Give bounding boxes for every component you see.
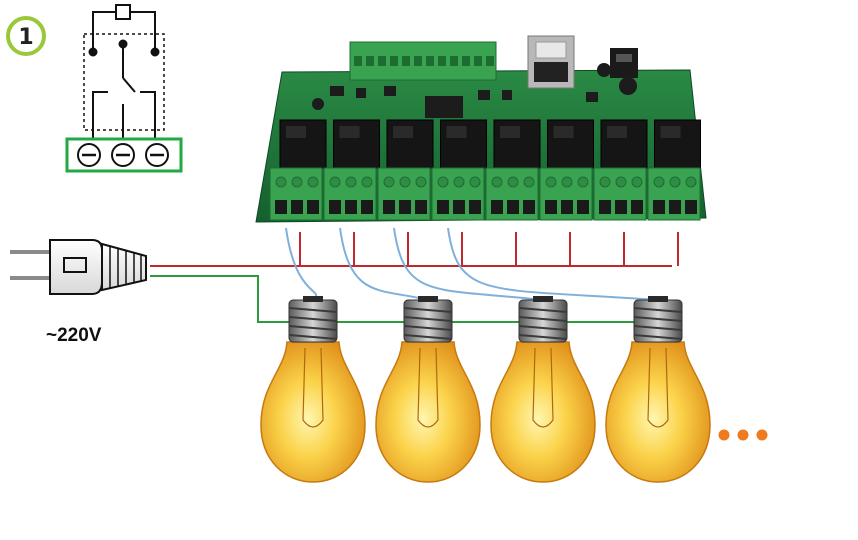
bulb-glass xyxy=(605,341,711,483)
bulb-contact xyxy=(648,296,668,302)
light-bulb xyxy=(605,296,711,483)
relay-label-plate xyxy=(607,126,627,138)
top-strip-screw xyxy=(438,56,446,66)
switched-wire xyxy=(393,227,544,301)
top-strip-screw xyxy=(450,56,458,66)
bulb-filament xyxy=(302,347,324,428)
output-terminal-row xyxy=(269,167,701,221)
output-terminal-block xyxy=(377,167,431,221)
switched-wire xyxy=(285,227,318,301)
top-strip-screw xyxy=(354,56,362,66)
top-strip-screw xyxy=(426,56,434,66)
relay-schematic xyxy=(83,4,165,145)
power-plug: ~220V xyxy=(10,239,147,346)
bulb-filament xyxy=(532,347,554,428)
terminal-block-inset xyxy=(65,137,183,173)
output-terminal-block xyxy=(539,167,593,221)
light-bulb xyxy=(375,296,481,483)
continuation-dot xyxy=(756,429,768,441)
terminal-screw xyxy=(77,143,101,167)
relay-row xyxy=(279,119,701,169)
bulb-glass xyxy=(375,341,481,483)
step-badge-number: 1 xyxy=(18,25,33,50)
output-terminal-block xyxy=(647,167,701,221)
terminal-screw xyxy=(145,143,169,167)
switched-wire xyxy=(447,227,659,301)
bulb-filament xyxy=(417,347,439,428)
relay-label-plate xyxy=(660,126,681,138)
bulb-contact xyxy=(303,296,323,302)
top-strip-screw xyxy=(462,56,470,66)
relay-label-plate xyxy=(553,126,574,138)
top-strip-screw xyxy=(366,56,374,66)
lamp-row xyxy=(260,296,711,483)
output-terminal-block xyxy=(323,167,377,221)
relay-label-plate xyxy=(446,126,467,138)
top-strip-screw xyxy=(402,56,410,66)
relay-label-plate xyxy=(393,126,413,138)
light-bulb xyxy=(260,296,366,483)
bulb-contact xyxy=(418,296,438,302)
output-terminal-block xyxy=(593,167,647,221)
terminal-screw xyxy=(111,143,135,167)
bulb-contact xyxy=(533,296,553,302)
top-terminal-strip xyxy=(349,41,497,81)
continuation-dots xyxy=(718,429,768,441)
relay-label-plate xyxy=(286,126,306,138)
relay-label-plate xyxy=(500,126,520,138)
relay-label-plate xyxy=(339,126,360,138)
continuation-dot xyxy=(718,429,730,441)
switched-wires xyxy=(285,227,659,301)
wiring xyxy=(150,227,679,323)
power-connector xyxy=(610,48,638,78)
bulb-filament xyxy=(647,347,669,428)
bulb-glass xyxy=(490,341,596,483)
output-terminal-block xyxy=(485,167,539,221)
pcb-components xyxy=(312,63,637,118)
light-bulb xyxy=(490,296,596,483)
top-strip-screw xyxy=(390,56,398,66)
live-wire-drops xyxy=(299,232,679,266)
continuation-dot xyxy=(737,429,749,441)
top-strip-screw xyxy=(414,56,422,66)
plug-voltage-label: ~220V xyxy=(46,325,102,346)
bulb-glass xyxy=(260,341,366,483)
step-badge: 1 xyxy=(6,16,46,56)
top-strip-screw xyxy=(378,56,386,66)
switched-wire xyxy=(339,227,429,301)
output-terminal-block xyxy=(431,167,485,221)
top-strip-screw xyxy=(486,56,494,66)
neutral-wire xyxy=(150,275,660,323)
relay-board xyxy=(255,35,707,223)
output-terminal-block xyxy=(269,167,323,221)
ethernet-port xyxy=(527,35,575,89)
top-strip-screw xyxy=(474,56,482,66)
